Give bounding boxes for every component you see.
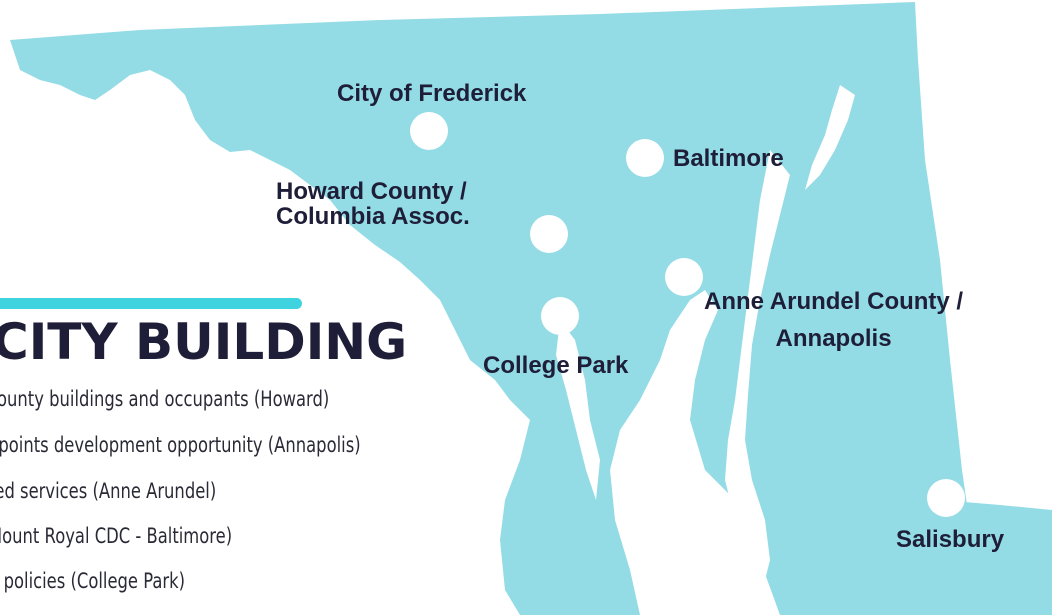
bullet-item: d policies (College Park): [0, 569, 186, 593]
howard-dot[interactable]: [530, 215, 568, 253]
bullet-item: Mount Royal CDC - Baltimore): [0, 524, 233, 548]
frederick-label: City of Frederick: [337, 80, 527, 107]
accent-bar: [0, 298, 302, 309]
salisbury-label: Salisbury: [896, 526, 1005, 553]
anne-arundel-label-line2: Annapolis: [775, 325, 892, 352]
bullet-item: npoints development opportunity (Annapol…: [0, 433, 361, 457]
howard-label: Howard County / Columbia Assoc.: [276, 178, 470, 230]
anne-arundel-label: Anne Arundel County / Annapolis: [704, 288, 963, 352]
bullet-item: county buildings and occupants (Howard): [0, 387, 330, 411]
baltimore-label: Baltimore: [673, 145, 784, 172]
bullet-item: red services (Anne Arundel): [0, 479, 217, 503]
salisbury-dot[interactable]: [927, 479, 965, 517]
college-park-dot[interactable]: [541, 297, 579, 335]
college-park-label: College Park: [483, 352, 629, 379]
bay-inlet: [805, 85, 855, 190]
eastern-shore: [760, 80, 1052, 615]
section-title: CITY BUILDING: [0, 313, 408, 371]
howard-label-line1: Howard County /: [276, 178, 467, 205]
river-potomac: [556, 320, 600, 500]
anne-arundel-label-line1: Anne Arundel County /: [704, 288, 964, 315]
chesapeake-bay: [725, 150, 790, 600]
baltimore-dot[interactable]: [626, 139, 664, 177]
anne-arundel-dot[interactable]: [665, 258, 703, 296]
howard-label-line2: Columbia Assoc.: [276, 203, 470, 230]
frederick-dot[interactable]: [410, 112, 448, 150]
